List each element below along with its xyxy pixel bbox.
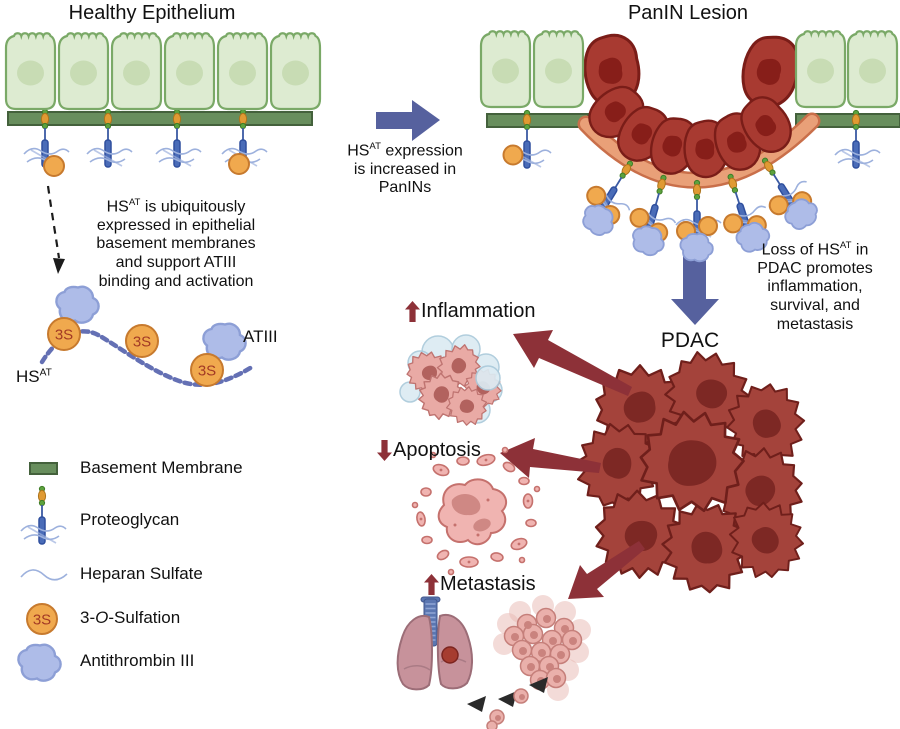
heparan-sulfate-chain: 3S 3S 3S [39,285,255,387]
increase-note: HSAT expression is increased in PanINs [347,141,463,197]
metastasis-arrowhead-icon [467,696,486,712]
healthy-proteoglycans [23,108,268,177]
sulfation-3s-label: 3S [33,612,51,629]
metastasis-path [467,677,548,729]
healthy-basement-membrane [7,111,313,126]
healthy-epithelium-title: Healthy Epithelium [68,2,236,24]
heparan-sulfate-icon [20,569,68,581]
metastasis-arrowhead-icon [498,691,517,707]
sulfation-dot-icon [228,153,250,175]
down-arrow-icon [671,253,719,325]
antithrombin-icon [17,643,62,682]
legend-label-3-o-sulfation: 3-O-Sulfation [80,608,181,627]
right-arrow-icon [376,100,440,141]
down-arrow-icon [377,440,392,461]
inflammation-cell-cluster [399,334,507,433]
up-arrow-icon [405,301,420,322]
legend-icons: 3S [17,462,68,682]
pdac-label: PDAC [660,329,720,352]
sulfation-dot-icon [43,155,65,177]
legend-label-proteoglycan: Proteoglycan [80,510,180,529]
loss-note: Loss of HSAT in PDAC promotes inflammati… [757,240,873,333]
hsat-label: HSAT [16,367,52,386]
inflammation-label: Inflammation [405,300,536,323]
zoom-dashed-arrow-icon [46,185,65,274]
legend-label-basement-membrane: Basement Membrane [80,458,243,477]
panin-epithelium-cells [479,30,899,109]
proteoglycan-icon [20,485,67,545]
panin-proteoglycans [502,109,881,263]
ubiquitous-note: HSAT is ubiquitously expressed in epithe… [96,197,256,290]
apoptosis-label: Apoptosis [377,439,481,462]
apoptosis-arrow-icon [500,438,601,478]
apoptosis-cell-fragments [411,446,541,576]
sulfation-3s-label: 3S [133,334,151,351]
inflammation-arrow-icon [513,330,632,396]
panin-lesion-title: PanIN Lesion [627,2,749,24]
lungs-illustration [396,596,473,691]
lung-tumor-nodule [441,646,459,664]
panin-basement-membrane [486,113,900,128]
up-arrow-icon [424,574,439,595]
metastasis-arrow-icon [568,541,645,599]
atiii-label: ATIII [243,327,278,346]
basement-membrane-icon [29,462,58,475]
sulfation-3s-label: 3S [198,363,216,380]
metastasis-arrowhead-icon [529,677,548,693]
legend-label-heparan-sulfate: Heparan Sulfate [80,564,203,583]
legend-label-antithrombin: Antithrombin III [80,651,195,670]
sulfation-3s-label: 3S [55,327,73,344]
3-o-sulfation-icon [26,603,58,635]
healthy-epithelium-cells [4,32,322,111]
metastasis-label: Metastasis [424,573,536,596]
